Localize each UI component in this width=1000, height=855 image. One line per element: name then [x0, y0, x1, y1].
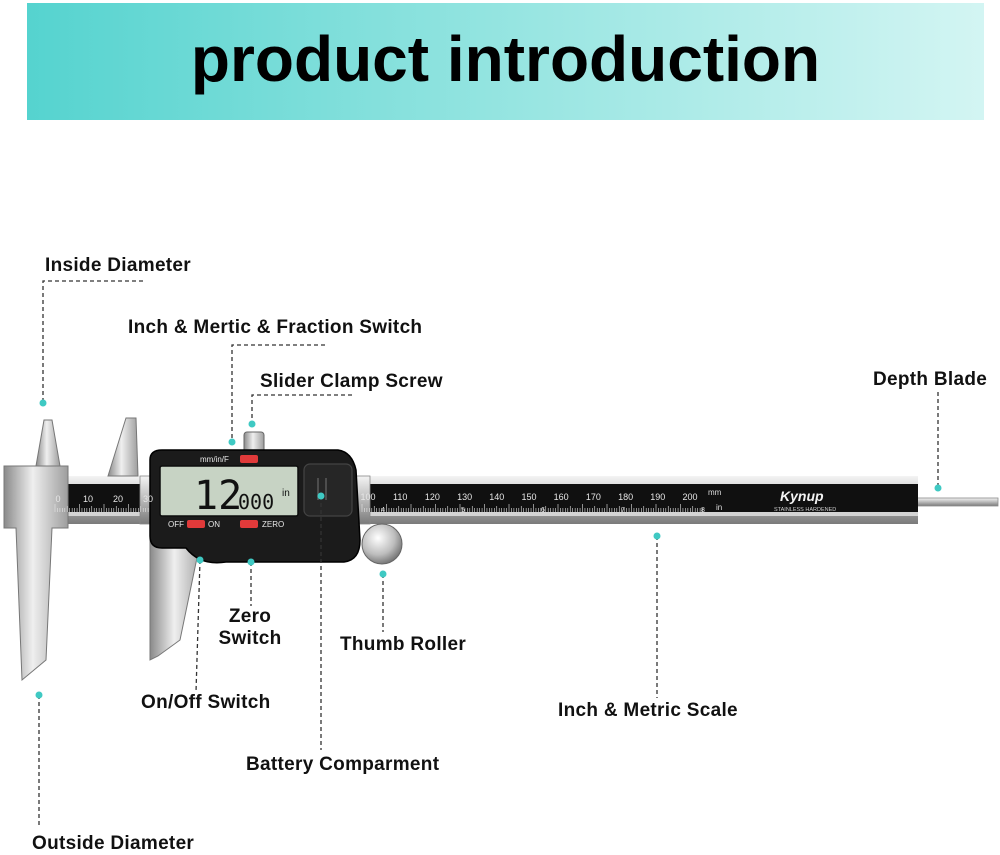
label-onoff-switch: On/Off Switch: [141, 692, 271, 713]
label-battery: Battery Comparment: [246, 754, 440, 775]
label-scale: Inch & Metric Scale: [558, 700, 738, 721]
thumb-roller[interactable]: [361, 523, 403, 565]
scale-inch-label: 6: [541, 507, 545, 514]
scale-mm-label: 200: [682, 492, 697, 502]
dot-scale: [653, 532, 661, 540]
scale-inch-label: 4: [381, 507, 385, 514]
scale-mm-label: 140: [489, 492, 504, 502]
label-zero-switch: Zero Switch: [210, 606, 290, 650]
label-outside-diameter: Outside Diameter: [32, 833, 195, 854]
scale-mm-label: 100: [360, 492, 375, 502]
scale-mm-label: 150: [521, 492, 536, 502]
zero-label: ZERO: [262, 520, 284, 529]
scale-mm-label: 10: [83, 494, 93, 504]
scale-inch-label: 8: [701, 507, 705, 514]
zero-button[interactable]: [240, 520, 258, 528]
dot-battery: [317, 492, 325, 500]
caliper-body: 12 000 in mm/in/F OFF ON ZERO 0 10 20 30 100…: [3, 417, 999, 682]
leader-fraction-switch: [231, 344, 325, 440]
leader-slider-clamp: [251, 394, 352, 422]
scale-mm-label: 180: [618, 492, 633, 502]
unit-mm: mm: [708, 488, 722, 497]
scale-mm-label: 0: [55, 494, 60, 504]
scale-mm-label: 170: [586, 492, 601, 502]
callout-dots: [35, 399, 942, 699]
page-title: product introduction: [190, 23, 821, 95]
fixed-jaw: [3, 465, 69, 682]
scale-mm-label: 130: [457, 492, 472, 502]
mode-button-label: mm/in/F: [200, 455, 229, 464]
label-depth-blade: Depth Blade: [873, 369, 988, 390]
dot-slider-clamp: [248, 420, 256, 428]
dot-fraction-switch: [228, 438, 236, 446]
leader-inside-diameter: [42, 280, 143, 402]
dot-outside-diameter: [35, 691, 43, 699]
leader-onoff-switch: [195, 559, 201, 693]
label-slider-clamp: Slider Clamp Screw: [260, 371, 443, 392]
lcd-unit: in: [282, 488, 290, 499]
dot-zero-switch: [247, 558, 255, 566]
lcd-main-value: 12: [194, 473, 242, 519]
brand-subtitle: STAINLESS HARDENED: [774, 507, 836, 513]
lcd-sub-value: 000: [238, 490, 274, 514]
battery-compartment: [303, 463, 353, 517]
label-zero-switch-line2: Switch: [218, 628, 282, 649]
label-fraction-switch: Inch & Mertic & Fraction Switch: [128, 317, 423, 338]
label-zero-switch-line1: Zero: [228, 606, 272, 627]
on-label: ON: [208, 520, 220, 529]
sliding-inside-jaw: [107, 417, 139, 477]
depth-blade: [909, 497, 999, 507]
scale-inch-label: 7: [621, 507, 625, 514]
lcd-screen: [159, 465, 299, 517]
label-thumb-roller: Thumb Roller: [340, 634, 467, 655]
brand-logo: Kynup: [780, 488, 824, 504]
scale-mm-label: 190: [650, 492, 665, 502]
scale-mm-label: 120: [425, 492, 440, 502]
scale-minor-ticks: [54, 504, 703, 512]
mode-button[interactable]: [240, 455, 258, 463]
scale-mm-label: 160: [554, 492, 569, 502]
callout-leaders: [38, 280, 939, 828]
scale-mm-label: 20: [113, 494, 123, 504]
dot-thumb-roller: [379, 570, 387, 578]
scale-tick-labels: 0 10 20 30 100 110 120 130 140 150 160 170 180 190 200…: [55, 492, 705, 514]
label-inside-diameter: Inside Diameter: [45, 255, 191, 276]
on-off-button[interactable]: [187, 520, 205, 528]
dot-onoff-switch: [196, 556, 204, 564]
off-label: OFF: [168, 520, 184, 529]
fixed-inside-jaw: [35, 419, 61, 467]
scale-mm-label: 30: [143, 494, 153, 504]
unit-in: in: [716, 503, 722, 512]
dot-inside-diameter: [39, 399, 47, 407]
scale-inch-label: 5: [461, 507, 465, 514]
title-banner: product introduction: [27, 3, 984, 120]
scale-mm-label: 110: [393, 492, 407, 502]
dot-depth-blade: [934, 484, 942, 492]
